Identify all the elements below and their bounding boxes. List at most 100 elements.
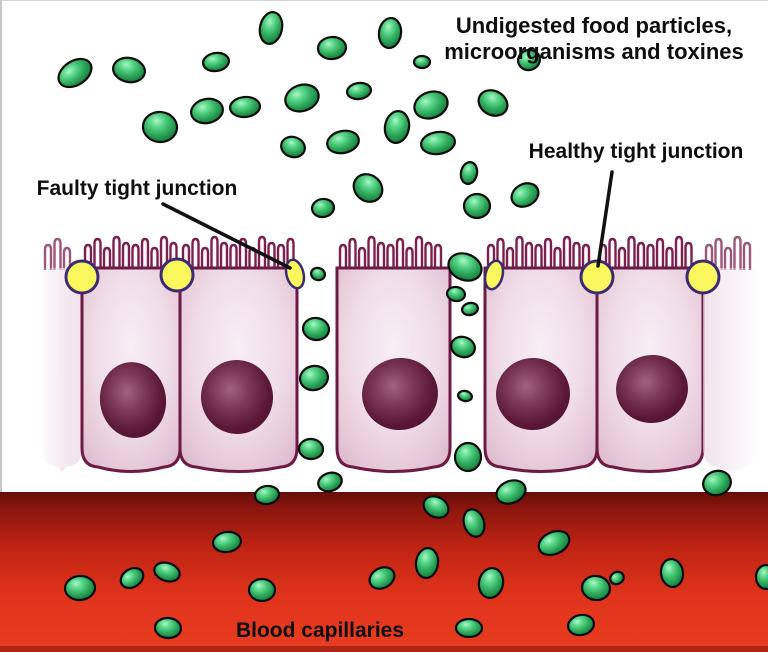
- microvillus: [543, 237, 553, 270]
- cell-nucleus: [362, 357, 438, 431]
- microvillus: [433, 243, 443, 270]
- epithelial-cell: [178, 235, 299, 473]
- microvillus: [646, 243, 655, 270]
- lumen-label-line1: Undigested food particles,: [456, 13, 732, 38]
- microvillus: [131, 243, 140, 270]
- particle: [211, 530, 243, 554]
- healthy-tight-junction: [64, 259, 100, 295]
- microvillus: [742, 241, 752, 270]
- microvillus: [102, 246, 112, 270]
- microvillus: [505, 246, 515, 270]
- particle: [141, 110, 179, 144]
- microvillus: [524, 241, 534, 270]
- faulty-tight-junction-label: Faulty tight junction: [37, 177, 238, 200]
- microvillus: [684, 241, 693, 270]
- particle: [309, 266, 327, 282]
- microvillus: [338, 243, 348, 270]
- microvillus: [150, 246, 159, 270]
- particle: [450, 335, 476, 359]
- microvillus: [515, 235, 524, 270]
- blood-capillaries-label: Blood capillaries: [236, 619, 404, 642]
- microvillus: [43, 243, 53, 270]
- microvillus: [140, 237, 150, 270]
- microvillus: [395, 237, 405, 270]
- particle: [495, 479, 527, 505]
- particle: [567, 613, 595, 637]
- particle: [298, 364, 330, 392]
- particle: [310, 197, 336, 219]
- particle: [460, 301, 480, 317]
- particle: [63, 574, 97, 602]
- particle: [414, 546, 440, 580]
- particle: [228, 95, 262, 119]
- particle: [201, 51, 231, 73]
- particle: [57, 57, 93, 89]
- microvillus: [159, 235, 169, 270]
- particle: [383, 110, 411, 144]
- particle: [301, 316, 331, 342]
- microvillus: [655, 237, 665, 270]
- particle: [190, 97, 224, 125]
- microvillus: [121, 241, 131, 270]
- microvillus: [112, 235, 121, 270]
- particle: [609, 570, 625, 586]
- microvillus: [636, 241, 646, 270]
- particle: [413, 90, 449, 120]
- faulty-junction-pointer-line: [161, 202, 292, 270]
- microvillus: [723, 246, 733, 270]
- particle: [345, 81, 373, 101]
- microvillus: [191, 237, 200, 270]
- healthy-tight-junction: [685, 259, 721, 295]
- healthy-junction-pointer-line: [596, 170, 614, 268]
- microvillus: [714, 237, 723, 270]
- healthy-tight-junction: [159, 257, 195, 293]
- particle: [247, 577, 277, 603]
- cell-nucleus: [200, 360, 274, 434]
- particle: [580, 574, 612, 602]
- microvillus: [733, 235, 742, 270]
- particle: [702, 469, 732, 497]
- microvillus: [267, 241, 276, 270]
- microvillus: [627, 235, 636, 270]
- particle: [377, 16, 403, 50]
- particle: [537, 529, 571, 557]
- particle: [456, 389, 474, 403]
- cell-body: [703, 268, 758, 472]
- particle: [119, 566, 145, 590]
- faulty-tight-junction: [483, 259, 505, 291]
- microvillus: [219, 241, 229, 270]
- particle: [112, 56, 146, 84]
- particle: [510, 182, 540, 208]
- particle: [368, 566, 396, 590]
- microvillus: [562, 235, 572, 270]
- microvillus: [93, 237, 102, 270]
- epithelial-cell: [595, 235, 705, 473]
- microvillus: [229, 243, 238, 270]
- epithelial-cell: [703, 235, 758, 472]
- microvillus: [414, 235, 424, 270]
- microvillus: [376, 241, 386, 270]
- particle: [477, 89, 509, 117]
- particle: [462, 508, 486, 538]
- particle: [462, 192, 492, 220]
- particle: [258, 11, 284, 45]
- cell-nucleus: [616, 354, 688, 424]
- microvillus: [674, 235, 684, 270]
- particle: [477, 567, 505, 599]
- microvillus: [608, 237, 617, 270]
- particle: [352, 173, 384, 203]
- epithelial-cell: [335, 235, 452, 473]
- particle: [659, 557, 685, 589]
- particle: [280, 135, 306, 159]
- particle: [445, 285, 467, 303]
- cell-body: [42, 268, 82, 472]
- particle: [422, 495, 450, 519]
- particle: [297, 437, 325, 461]
- microvillus: [62, 246, 72, 270]
- microvillus: [405, 246, 414, 270]
- particle: [153, 561, 181, 583]
- microvillus: [534, 243, 543, 270]
- microvillus: [553, 246, 562, 270]
